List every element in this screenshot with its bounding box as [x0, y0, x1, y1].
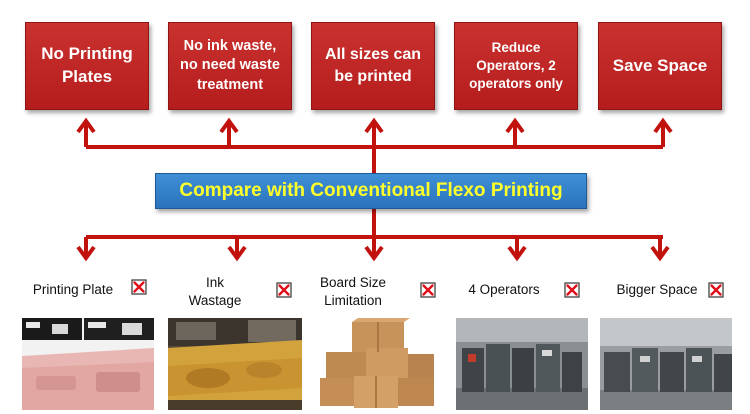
comparison-banner: Compare with Conventional Flexo Printing: [155, 173, 587, 209]
ink-wastage-photo: [168, 318, 302, 410]
cardboard-boxes-photo: [318, 318, 436, 410]
lower-arrow-group: [78, 209, 668, 258]
cross-checkbox-icon: [131, 279, 147, 295]
drawback-label-printing-plate: Printing Plate: [28, 281, 118, 299]
drawback-label-board-size: Board Size Limitation: [316, 274, 390, 309]
cross-checkbox-icon: [708, 282, 724, 298]
drawback-label-ink-wastage: Ink Wastage: [180, 274, 250, 309]
cross-checkbox-icon: [420, 282, 436, 298]
printing-line-photo: [600, 318, 732, 410]
upper-arrow-group: [78, 121, 671, 173]
cross-checkbox-icon: [564, 282, 580, 298]
printing-plate-photo: [22, 318, 154, 410]
drawback-label-operators: 4 Operators: [462, 281, 546, 299]
printing-press-photo: [456, 318, 588, 410]
cross-checkbox-icon: [276, 282, 292, 298]
drawback-label-bigger-space: Bigger Space: [614, 281, 700, 299]
